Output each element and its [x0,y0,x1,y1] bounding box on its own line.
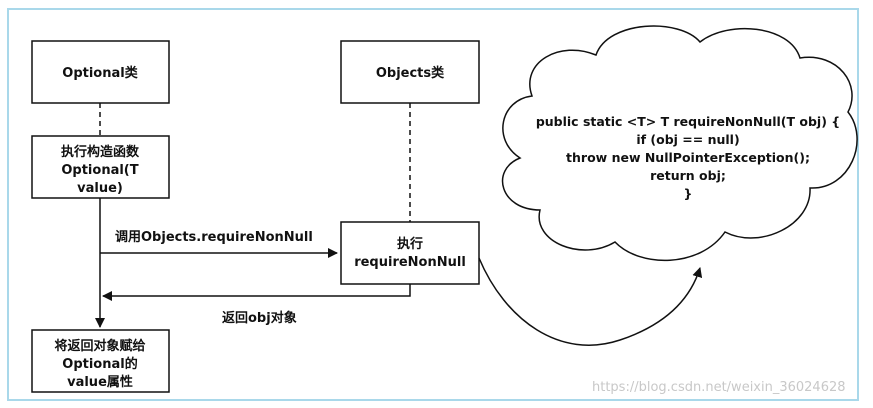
constructor-line-1: 执行构造函数 [61,144,140,160]
objects-class-label: Objects类 [376,65,445,81]
image-frame [7,8,859,401]
execute-box [340,221,480,285]
execute-line-1: 执行 [397,236,423,252]
code-line-2: if (obj == null) [636,132,739,147]
execute-line-2: requireNonNull [354,255,466,270]
return-arrow-label: 返回obj对象 [222,310,297,326]
optional-class-label: Optional类 [62,65,138,81]
code-line-1: public static <T> T requireNonNull(T obj… [536,114,840,129]
code-cloud [501,25,858,261]
call-arrow-label: 调用Objects.requireNonNull [115,230,313,245]
assign-box [31,329,170,393]
code-line-5: } [684,186,693,201]
watermark: https://blog.csdn.net/weixin_36024628 [592,380,846,395]
code-line-3: throw new NullPointerException(); [566,150,810,165]
code-line-4: return obj; [650,168,726,183]
cloud-connector-arrow [478,257,703,346]
constructor-line-3: value) [77,181,123,196]
assign-line-2: Optional的 [62,356,137,372]
assign-line-3: value属性 [67,374,133,390]
return-arrow [102,284,411,301]
constructor-line-2: Optional(T [61,163,138,178]
assign-line-1: 将返回对象赋给 [54,338,145,354]
